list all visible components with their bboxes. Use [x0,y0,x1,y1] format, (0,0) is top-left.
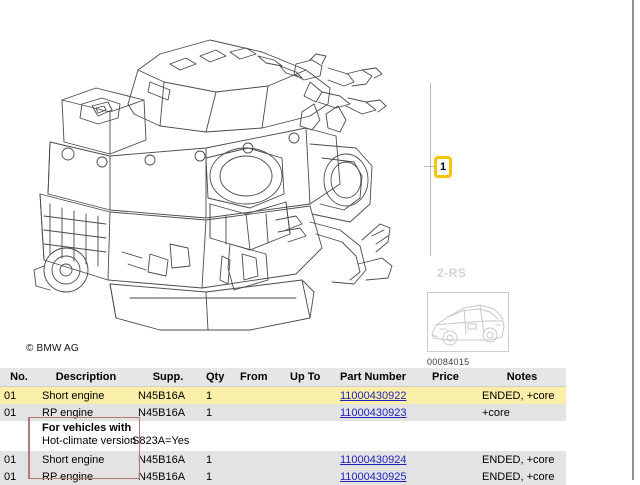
condition-spacer-cell [0,421,38,451]
cell-supp: N45B16A [134,387,202,405]
condition-subtitle: Hot-climate version [42,435,136,447]
part-number-link[interactable]: 11000430924 [340,454,406,466]
cell-no: 01 [0,387,38,405]
cell-up-to [286,387,336,405]
callout-marker-1[interactable]: 1 [434,156,452,178]
cell-up-to [286,404,336,421]
cell-qty: 1 [202,387,236,405]
section-label: 2-RS [437,266,466,280]
cell-description: Short engine [38,387,134,405]
cell-up-to [286,451,336,468]
cell-from [236,387,286,405]
cell-notes: ENDED, +core [478,451,566,468]
cell-part-number: 11000430923 [336,404,428,421]
cell-from [236,451,286,468]
part-number-link[interactable]: 11000430925 [340,471,406,483]
cell-notes: +core [478,404,566,421]
header-from[interactable]: From [236,368,286,387]
header-up-to[interactable]: Up To [286,368,336,387]
cell-price [428,404,478,421]
vehicle-thumbnail[interactable] [427,292,509,352]
part-number-link[interactable]: 11000430923 [340,407,406,419]
header-part-number[interactable]: Part Number [336,368,428,387]
cell-price [428,387,478,405]
cell-description: RP engine [38,468,134,485]
cell-price [428,451,478,468]
car-outline-icon [428,293,508,351]
cell-from [236,404,286,421]
cell-up-to [286,468,336,485]
header-supp[interactable]: Supp. [134,368,202,387]
cell-supp: N45B16A [134,451,202,468]
cell-no: 01 [0,404,38,421]
cell-part-number: 11000430925 [336,468,428,485]
part-number-link[interactable]: 11000430922 [340,390,406,402]
cell-supp: N45B16A [134,468,202,485]
table-header-row: No. Description Supp. Qty From Up To Par… [0,368,566,387]
condition-value: S823A=Yes [132,435,189,447]
cell-part-number: 11000430924 [336,451,428,468]
header-qty[interactable]: Qty [202,368,236,387]
panel-divider [632,0,634,480]
cell-notes: ENDED, +core [478,387,566,405]
cell-no: 01 [0,451,38,468]
callout-leader-line [430,83,431,256]
cell-from [236,468,286,485]
parts-table: No. Description Supp. Qty From Up To Par… [0,368,566,485]
cell-description: RP engine [38,404,134,421]
header-no[interactable]: No. [0,368,38,387]
header-price[interactable]: Price [428,368,478,387]
diagram-id-label: 00084015 [427,357,469,367]
cell-qty: 1 [202,468,236,485]
copyright-notice: © BMW AG [26,343,79,354]
cell-qty: 1 [202,404,236,421]
condition-title: For vehicles with [42,422,131,434]
cell-description: Short engine [38,451,134,468]
engine-line-drawing [10,8,410,348]
cell-no: 01 [0,468,38,485]
cell-qty: 1 [202,451,236,468]
cell-part-number: 11000430922 [336,387,428,405]
cell-notes: ENDED, +core [478,468,566,485]
header-notes[interactable]: Notes [478,368,566,387]
header-description[interactable]: Description [38,368,134,387]
cell-price [428,468,478,485]
cell-supp: N45B16A [134,404,202,421]
engine-illustration-panel[interactable]: © BMW AG [0,0,630,366]
